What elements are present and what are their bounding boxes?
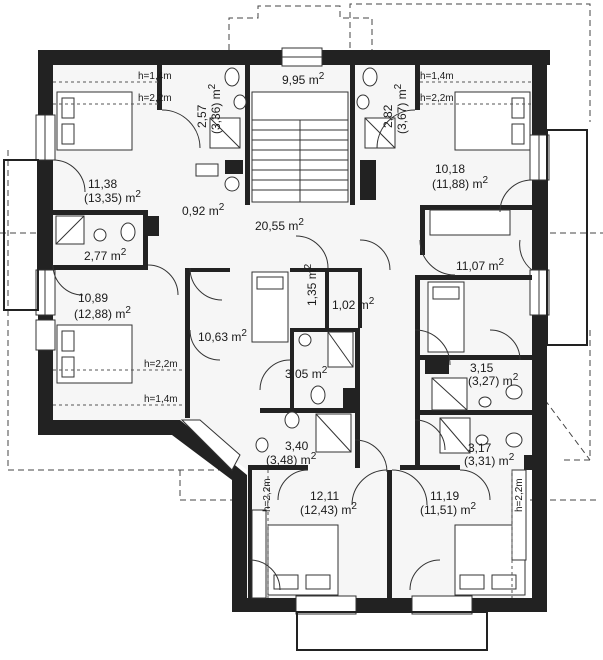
room-center-area: 10,63 m2 xyxy=(198,328,247,344)
bedroom-s-left-area: 12,11 xyxy=(310,489,339,503)
bedroom-w-area: 10,89 xyxy=(78,291,108,305)
bath-top-left-area-gross: (3,36) m2 xyxy=(207,83,223,134)
vent-shafts xyxy=(143,160,449,412)
hallway-area: 20,55 m2 xyxy=(255,217,304,233)
ceiling-height-notes: h=1,4m h=2,2m h=1,4m h=2,2m h=2,2m h=1,4… xyxy=(53,71,532,598)
bath-top-right-area-gross: (3,67) m2 xyxy=(393,83,409,134)
closet-1-02-area: 1,02 m2 xyxy=(332,296,375,312)
height-note: h=1,4m xyxy=(144,394,178,405)
bath-east-area-gross: (3,27) m2 xyxy=(468,372,519,388)
stair-hall-area: 9,95 m2 xyxy=(282,71,325,87)
bath-top-right-area: 2,82 xyxy=(381,104,395,128)
height-note: h=2,2m xyxy=(262,478,273,512)
height-note: h=1,4m xyxy=(138,71,172,82)
bedroom-w-area-gross: (12,88) m2 xyxy=(74,305,131,321)
door-swings xyxy=(52,109,533,591)
bedroom-s-right-area-gross: (11,51) m2 xyxy=(420,501,476,517)
bath-south-area-gross: (3,48) m2 xyxy=(266,451,317,467)
room-east-area: 11,07 m2 xyxy=(456,257,504,273)
bath-south-area: 3,40 xyxy=(285,439,309,453)
bedroom-ne-area: 10,18 xyxy=(435,162,465,176)
bath-top-left-area: 2,57 xyxy=(195,104,209,128)
bath-southeast-area: 3,17 xyxy=(468,441,492,455)
height-note: h=2,2m xyxy=(420,93,454,104)
height-note: h=2,2m xyxy=(514,478,525,512)
staircase xyxy=(251,91,349,203)
wardrobes xyxy=(251,469,527,599)
bedroom-nw-area: 11,38 xyxy=(88,177,117,191)
bath-east-area: 3,15 xyxy=(470,361,494,375)
bedroom-ne-area-gross: (11,88) m2 xyxy=(432,175,488,191)
bathroom-fixtures xyxy=(55,67,523,454)
bath-center-area: 3,05 m2 xyxy=(285,365,328,381)
closet-1-35-area: 1,35 m2 xyxy=(303,263,319,306)
height-note: h=2,2m xyxy=(144,359,178,370)
bedroom-nw-area-gross: (13,35) m2 xyxy=(84,189,141,205)
room-labels: 9,95 m2 2,57 (3,36) m2 2,82 (3,67) m2 11… xyxy=(74,71,519,517)
height-note: h=1,4m xyxy=(420,71,454,82)
balconies xyxy=(3,129,588,651)
height-note: h=2,2m xyxy=(138,93,172,104)
windows xyxy=(35,47,550,615)
bedroom-s-right-area: 11,19 xyxy=(430,489,459,503)
closet-small-area: 0,92 m2 xyxy=(182,202,225,218)
bath-west-area: 2,77 m2 xyxy=(84,247,127,263)
bath-southeast-area-gross: (3,31) m2 xyxy=(464,452,515,468)
bedroom-s-left-area-gross: (12,43) m2 xyxy=(300,501,357,517)
